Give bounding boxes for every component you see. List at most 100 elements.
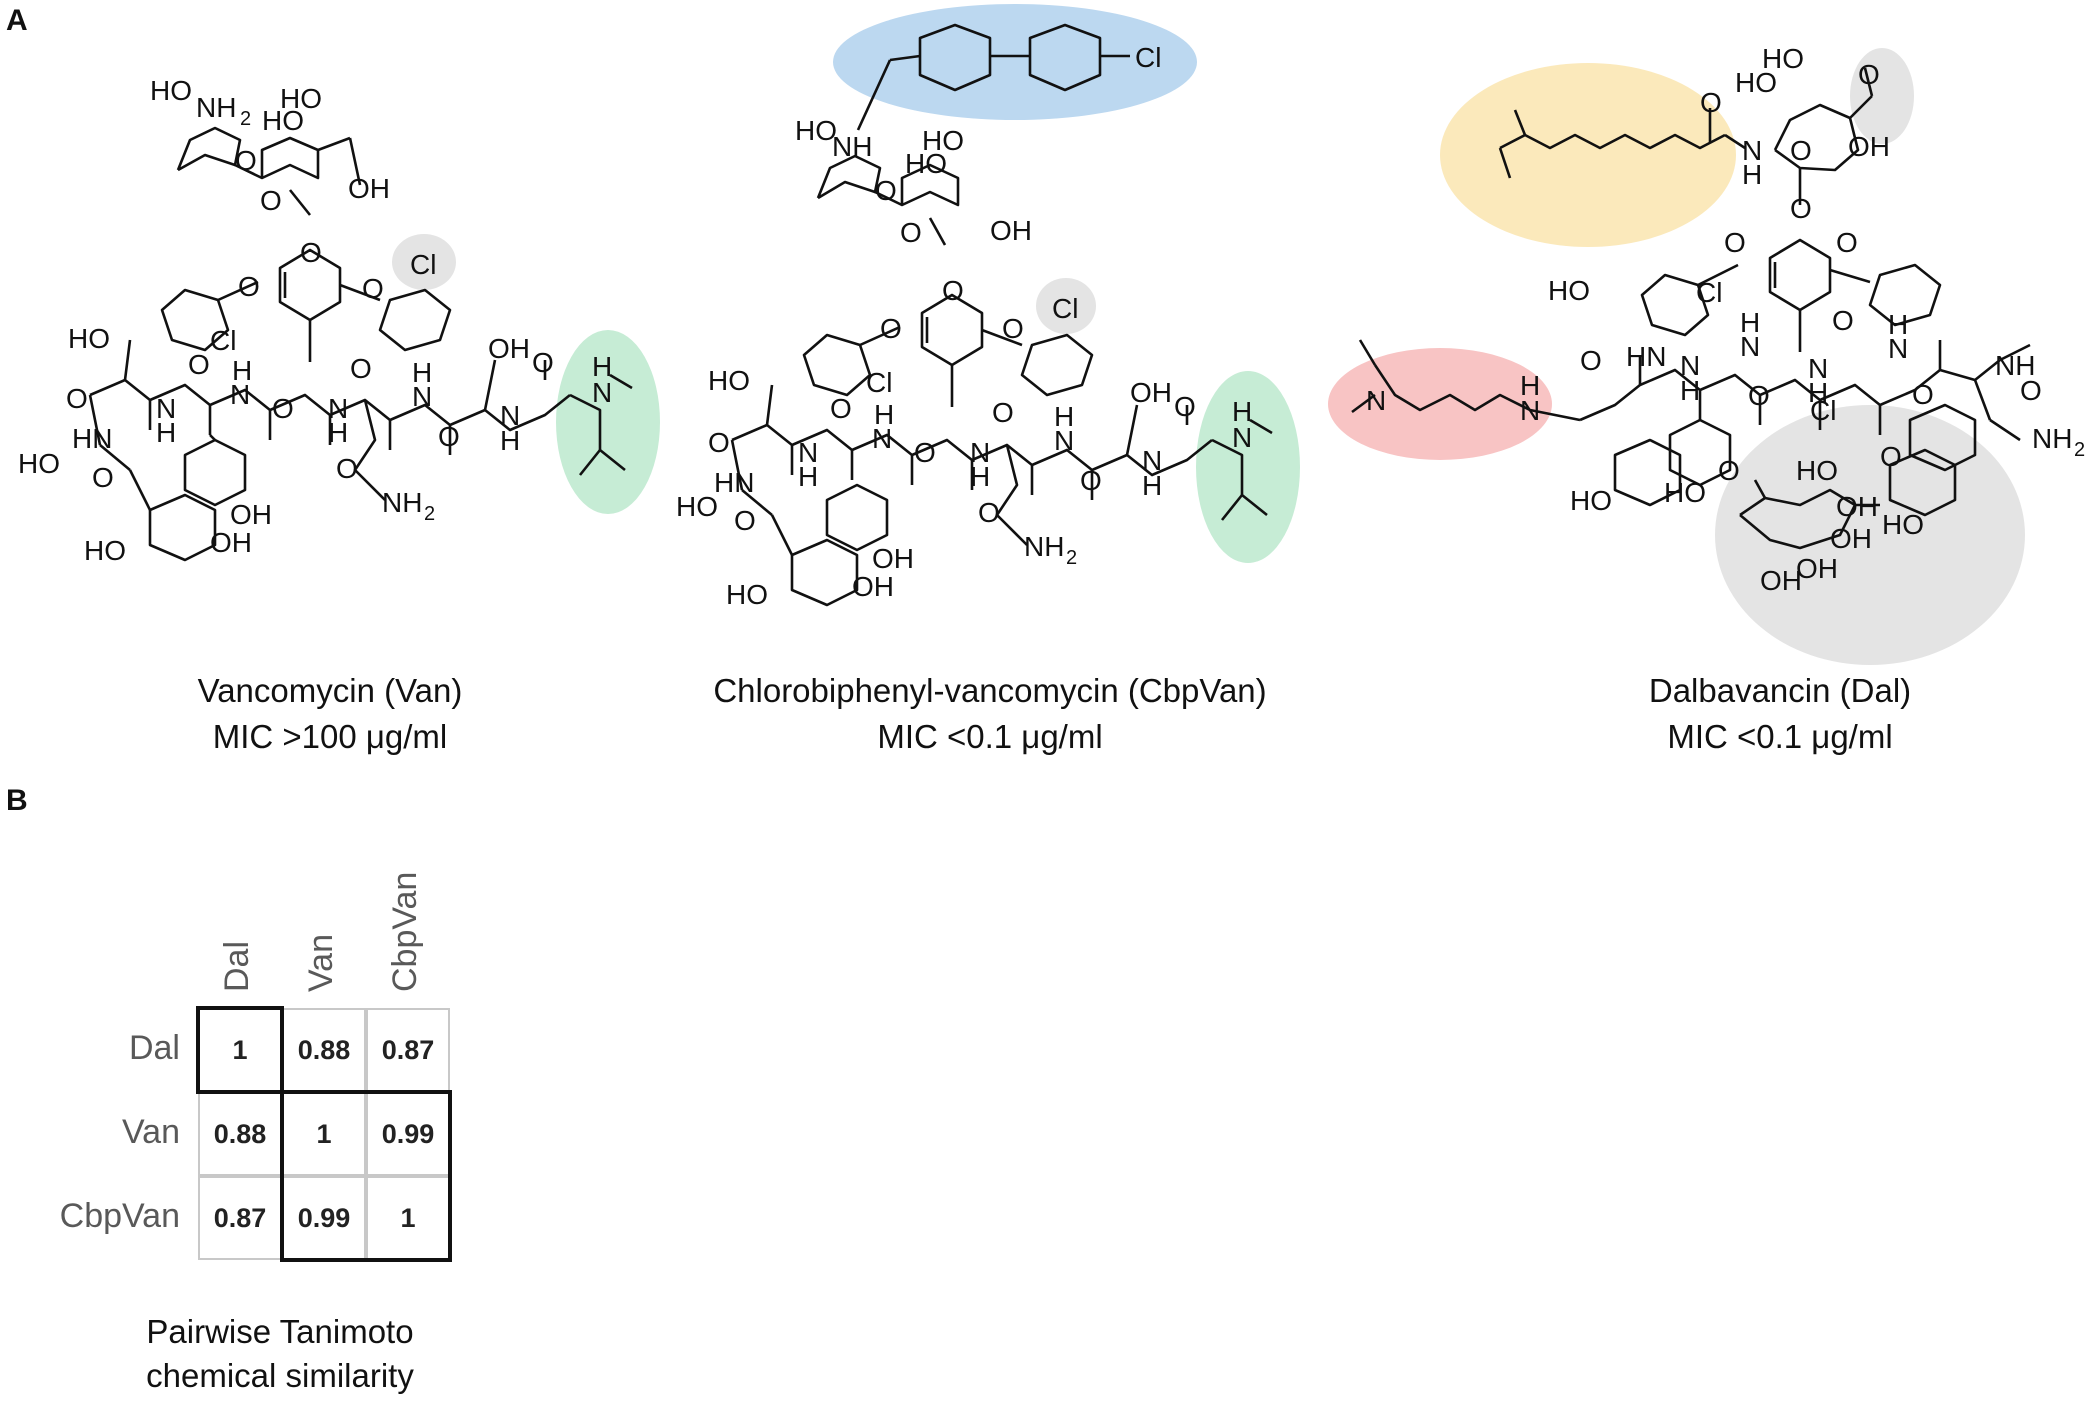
atom-label: OH (1760, 565, 1802, 596)
atom-label: O (900, 217, 922, 248)
atom-label: H (592, 351, 612, 382)
atom-label: OH (488, 333, 530, 364)
atom-label: N (412, 381, 432, 412)
atom-label: NH (2032, 423, 2072, 454)
atom-label: Cl (1052, 293, 1078, 324)
atom-label: N (798, 437, 818, 468)
matrix-cell: 0.88 (198, 1092, 282, 1176)
atom-label: NH (1995, 350, 2035, 381)
matrix-cell: 0.87 (198, 1176, 282, 1260)
atom-label: H (1232, 396, 1252, 427)
atom-label: H (970, 461, 990, 492)
atom-label: O (532, 347, 554, 378)
molecule-mic: MIC <0.1 μg/ml (1667, 718, 1893, 755)
atom-label: O (914, 437, 936, 468)
atom-label: O (235, 145, 257, 176)
atom-label: O (300, 237, 322, 268)
atom-label: HO (1882, 509, 1924, 540)
similarity-matrix: 1 0.88 0.87 0.88 1 0.99 0.87 0.99 1 (196, 1006, 452, 1262)
matrix-caption-line1: Pairwise Tanimoto (146, 1313, 414, 1350)
atom-label: N (1520, 395, 1540, 426)
atom-label: HO (905, 148, 947, 179)
atom-label: HO (708, 365, 750, 396)
atom-label: O (1748, 380, 1770, 411)
atom-label: O (92, 462, 114, 493)
atom-label: H (232, 355, 252, 386)
atom-label: HO (262, 105, 304, 136)
molecule-name: Chlorobiphenyl-vancomycin (CbpVan) (713, 672, 1267, 709)
atom-label: OH (852, 571, 894, 602)
atom-label: HN (1626, 341, 1666, 372)
atom-label: H (798, 461, 818, 492)
molecule-mic: MIC <0.1 μg/ml (877, 718, 1103, 755)
atom-label: O (708, 427, 730, 458)
atom-label: H (412, 357, 432, 388)
matrix-caption: Pairwise Tanimoto chemical similarity (110, 1310, 450, 1398)
atom-label: O (1002, 313, 1024, 344)
atom-label: N (328, 393, 348, 424)
atom-label: N (500, 400, 520, 431)
atom-label: H (156, 417, 176, 448)
matrix-cell: 1 (366, 1176, 450, 1260)
atom-label: HN (72, 423, 112, 454)
atom-label: HO (1548, 275, 1590, 306)
matrix-col-label-dal: Dal (218, 940, 256, 992)
atom-label: O (734, 505, 756, 536)
atom-label: O (188, 349, 210, 380)
atom-label: H (1520, 370, 1540, 401)
atom-label: O (1724, 227, 1746, 258)
atom-label: HO (280, 83, 322, 114)
panel-label-a: A (6, 4, 28, 37)
atom-label: H (1740, 307, 1760, 338)
atom-label: NH (832, 131, 872, 162)
highlight-green-cbp (1196, 371, 1300, 563)
caption-dalbavancin: Dalbavancin (Dal) MIC <0.1 μg/ml (1580, 668, 1980, 760)
atom-label: HO (1762, 43, 1804, 74)
atom-labels: HO NH 2 HO HO OH O O O O O Cl Cl HO OH O… (18, 42, 2085, 610)
matrix-caption-line2: chemical similarity (146, 1357, 414, 1394)
atom-label: O (830, 393, 852, 424)
matrix-row-label-van: Van (122, 1113, 180, 1151)
atom-label: O (1580, 345, 1602, 376)
highlight-gray-van-cl (392, 234, 456, 290)
atom-label: O (1912, 379, 1934, 410)
atom-label: Cl (1810, 395, 1836, 426)
atom-label: NH (382, 487, 422, 518)
atom-label: HN (714, 467, 754, 498)
atom-label: HO (68, 323, 110, 354)
atom-label: OH (1830, 523, 1872, 554)
molecule-name: Dalbavancin (Dal) (1648, 672, 1912, 709)
atom-label: O (350, 353, 372, 384)
matrix-row-label-dal: Dal (128, 1029, 180, 1067)
atom-label: OH (990, 215, 1032, 246)
atom-label: NH (1024, 531, 1064, 562)
atom-label: Cl (410, 249, 436, 280)
atom-label: H (328, 417, 348, 448)
atom-label: HO (795, 115, 837, 146)
atom-label: N (1888, 333, 1908, 364)
atom-label: OH (1836, 491, 1878, 522)
atom-label: N (156, 393, 176, 424)
panel-label-b: B (6, 784, 28, 817)
molecule-name: Vancomycin (Van) (197, 672, 463, 709)
atom-label: O (1718, 455, 1740, 486)
structures-figure: HO NH 2 HO HO OH O O O O O Cl Cl HO OH O… (18, 4, 2085, 665)
atom-label: O (66, 383, 88, 414)
atom-label: N (592, 377, 612, 408)
atom-label: Cl (1696, 277, 1722, 308)
atom-label: O (260, 185, 282, 216)
atom-label: HO (1796, 455, 1838, 486)
atom-label: H (1808, 377, 1828, 408)
matrix-col-label-van: Van (302, 934, 340, 992)
atom-label: O (1174, 391, 1196, 422)
atom-label: O (1858, 59, 1880, 90)
atom-label: N (1054, 425, 1074, 456)
atom-label: N (1740, 331, 1760, 362)
atom-label: O (238, 271, 260, 302)
highlight-gray-cbp-cl (1036, 278, 1096, 334)
atom-label: O (992, 397, 1014, 428)
atom-label: N (1232, 422, 1252, 453)
matrix-col-label-cbpvan: CbpVan (386, 871, 424, 992)
highlight-green-van (556, 330, 660, 514)
atom-label: OH (1848, 131, 1890, 162)
